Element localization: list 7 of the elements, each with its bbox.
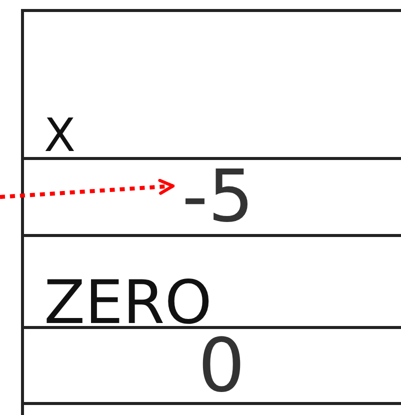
value-text: -5 — [182, 160, 254, 232]
memory-cell — [21, 157, 401, 235]
memory-cell — [21, 326, 401, 404]
memory-cell — [21, 9, 401, 159]
variable-name: X — [44, 112, 76, 158]
pointer-arrow — [0, 178, 175, 199]
memory-cell — [21, 234, 401, 327]
